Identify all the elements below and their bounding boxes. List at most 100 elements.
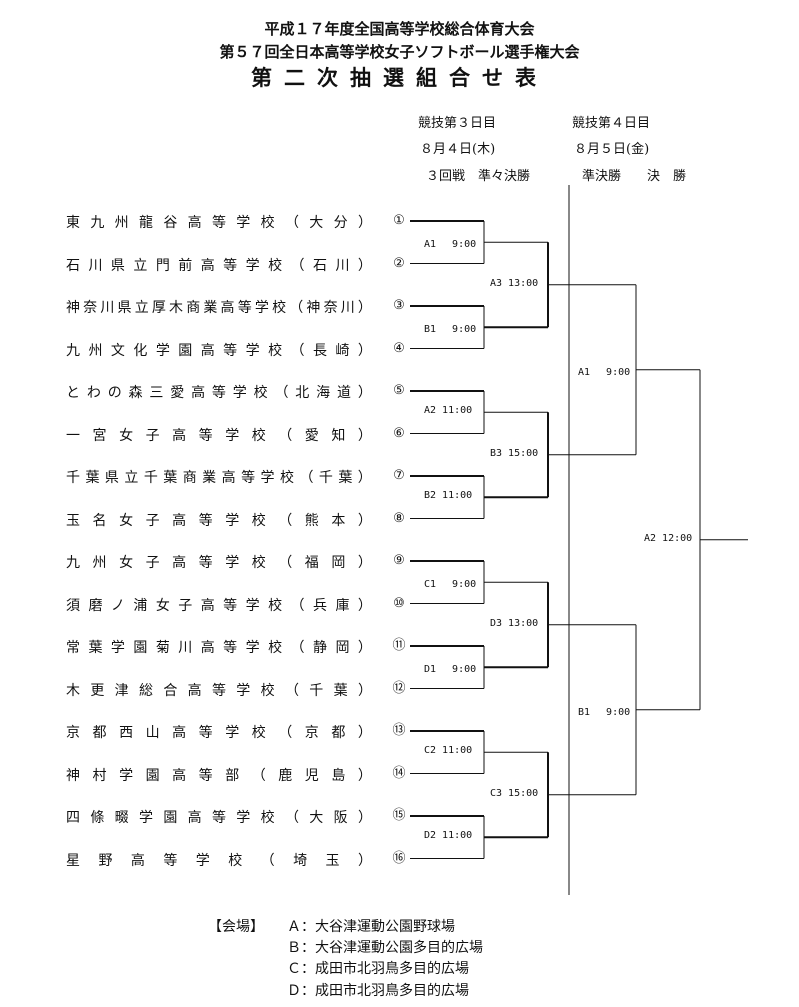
team-name-char: 高 (200, 342, 215, 359)
team-name-char: 高 (187, 215, 202, 231)
team-name-char: 分 (333, 215, 348, 231)
team-name-char: 等 (223, 342, 238, 359)
seed-number: ④ (393, 340, 405, 356)
team-name-char: 山 (145, 725, 160, 741)
team-name-char: 玉 (325, 852, 340, 869)
team-name-char: （ (290, 597, 305, 614)
team-name-char: 常 (66, 640, 80, 656)
team-name-char: 等 (223, 640, 238, 656)
seed-number: ⑩ (393, 595, 405, 611)
team-name-char: 岡 (335, 640, 350, 656)
team-name-char: 校 (260, 810, 275, 826)
team-name-char: 川 (178, 640, 193, 656)
team-name-char: 等 (198, 725, 213, 741)
team-name-char: 女 (119, 427, 134, 444)
team-name-char: 合 (163, 682, 178, 699)
team-name-char: （ (278, 555, 293, 571)
team-name-char: 千 (143, 470, 158, 486)
team-name-char: 等 (198, 512, 213, 529)
team-name-char: （ (289, 300, 304, 316)
team-name-char: 等 (223, 257, 238, 274)
team-name-char: 都 (92, 725, 107, 741)
team-name-char: 九 (90, 215, 105, 231)
match-label: C3 15:00 (490, 787, 539, 799)
team-name-char: 等 (211, 682, 226, 699)
page-title: 第二次抽選組合せ表 (251, 66, 548, 90)
team-name: 千葉県立千葉商業高等学校（千葉） (66, 467, 372, 487)
team-name-char: 浦 (133, 597, 148, 614)
team-name-char: 学 (225, 555, 240, 571)
team-name-char: 愛 (170, 385, 185, 401)
team-name-char: 学 (245, 257, 260, 274)
team-name-char: 園 (145, 767, 160, 784)
team-name: 木更津総合高等学校（千葉） (66, 680, 372, 700)
team-name-char: ） (357, 257, 372, 274)
team-name-char: 高 (172, 427, 187, 444)
team-name-char: （ (290, 342, 305, 359)
team-name-char: 学 (138, 810, 153, 826)
team-name-char: ） (357, 767, 372, 784)
seed-number: ③ (393, 298, 405, 313)
seed-number: ⑮ (392, 808, 406, 823)
team-name-char: 静 (312, 640, 327, 656)
team-name-char: 女 (155, 597, 170, 614)
seed-number: ⑯ (392, 850, 406, 866)
team-name-char: 等 (241, 470, 256, 486)
team-name-char: 校 (251, 427, 266, 444)
team-name-char: ） (357, 640, 372, 656)
team-name-char: 学 (232, 385, 247, 401)
seed-number: ⑭ (392, 765, 406, 781)
team-name-char: 総 (138, 682, 153, 699)
team-name: 京都西山高等学校（京都） (66, 722, 372, 742)
team-name-char: 園 (133, 640, 148, 656)
team-name-char: 高 (172, 555, 187, 571)
team-name-char: 子 (145, 427, 160, 444)
seed-number: ⑪ (392, 638, 406, 653)
team-name-char: の (107, 385, 122, 401)
team-name-char: 西 (119, 725, 134, 741)
seed-number: ⑤ (393, 383, 405, 398)
team-name-char: 千 (66, 470, 80, 486)
team-name-char: 学 (225, 725, 240, 741)
team-name-char: ） (357, 555, 372, 571)
team-name-char: 校 (251, 555, 266, 571)
team-name-char: 県 (117, 300, 132, 316)
team-name-char: 高 (200, 597, 215, 614)
team-name-char: ） (357, 215, 372, 231)
team-name-char: 高 (191, 385, 206, 401)
team-name-char: 埼 (293, 852, 308, 869)
team-name-char: 女 (119, 555, 134, 571)
team-name-char: 東 (66, 215, 80, 231)
team-name-char: 学 (225, 512, 240, 529)
match-label: B1 9:00 (424, 324, 477, 336)
team-name-char: 業 (203, 300, 218, 316)
team-name-char: 学 (245, 640, 260, 656)
team-name-char: 校 (253, 385, 268, 401)
team-name-char: 川 (340, 300, 355, 316)
team-name-char: 学 (260, 470, 275, 486)
team-name-char: ） (357, 427, 372, 444)
team-name-char: ノ (110, 597, 125, 614)
team-name-char: ） (357, 470, 372, 486)
seed-number: ⑬ (392, 723, 406, 738)
venue-item-c: Ｃ：成田市北羽鳥多目的広場 (287, 961, 469, 977)
team-name: とわの森三愛高等学校（北海道） (66, 382, 372, 402)
team-name-char: 学 (236, 682, 251, 699)
team-name-char: 石 (312, 257, 327, 274)
day4-date: ８月５日(金) (574, 142, 650, 157)
team-name-char: 高 (221, 470, 236, 486)
match-label: B1 9:00 (578, 706, 631, 718)
team-name-char: 県 (104, 470, 119, 486)
team-name-char: 子 (145, 555, 160, 571)
championship-title: 第５７回全日本高等学校女子ソフトボール選手権大会 (219, 43, 580, 61)
team-name-char: 厚 (151, 300, 166, 316)
match-label: A2 11:00 (424, 405, 473, 417)
team-name-char: 等 (198, 555, 213, 571)
team-name-char: 神 (66, 767, 80, 784)
team-name-char: ） (357, 512, 372, 529)
team-name-char: 州 (92, 555, 107, 571)
team-name-char: 校 (260, 682, 275, 699)
team-name-char: 学 (245, 597, 260, 614)
team-name-char: 津 (114, 682, 129, 699)
team-name-char: 須 (66, 597, 80, 614)
